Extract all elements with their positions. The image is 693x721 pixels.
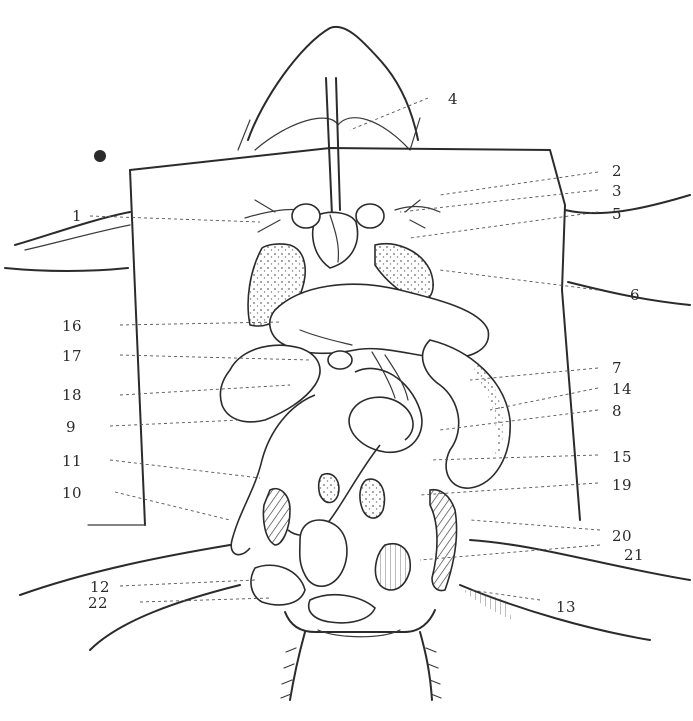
label-6: 6 xyxy=(630,286,640,304)
label-16: 16 xyxy=(62,317,82,335)
left-forelimb xyxy=(5,212,130,271)
label-1: 1 xyxy=(72,207,82,225)
label-22: 22 xyxy=(88,594,108,612)
label-9: 9 xyxy=(66,418,76,436)
pin-icon xyxy=(94,150,106,162)
label-4: 4 xyxy=(448,90,458,108)
label-11: 11 xyxy=(62,452,82,470)
label-2: 2 xyxy=(612,162,622,180)
label-3: 3 xyxy=(612,182,622,200)
label-21: 21 xyxy=(624,546,644,564)
number-labels: 4 2 3 5 6 7 14 8 15 19 20 21 13 1 16 17 … xyxy=(62,90,644,616)
label-18: 18 xyxy=(62,386,82,404)
stomach xyxy=(423,340,511,488)
label-20: 20 xyxy=(612,527,632,545)
label-17: 17 xyxy=(62,347,82,365)
right-hindlimb xyxy=(460,540,690,640)
pelvis-tail xyxy=(281,610,441,700)
probe-rod xyxy=(326,78,340,215)
label-5: 5 xyxy=(612,205,622,223)
label-10: 10 xyxy=(62,484,82,502)
label-14: 14 xyxy=(612,380,632,398)
fat-bodies xyxy=(319,474,385,518)
label-8: 8 xyxy=(612,402,622,420)
gall-bladder xyxy=(328,351,352,369)
label-15: 15 xyxy=(612,448,632,466)
left-hindlimb xyxy=(20,545,240,650)
bladder-cloaca xyxy=(251,489,410,623)
label-13: 13 xyxy=(556,598,576,616)
heart xyxy=(292,204,384,268)
label-19: 19 xyxy=(612,476,632,494)
label-7: 7 xyxy=(612,359,622,377)
oviduct xyxy=(430,490,457,591)
